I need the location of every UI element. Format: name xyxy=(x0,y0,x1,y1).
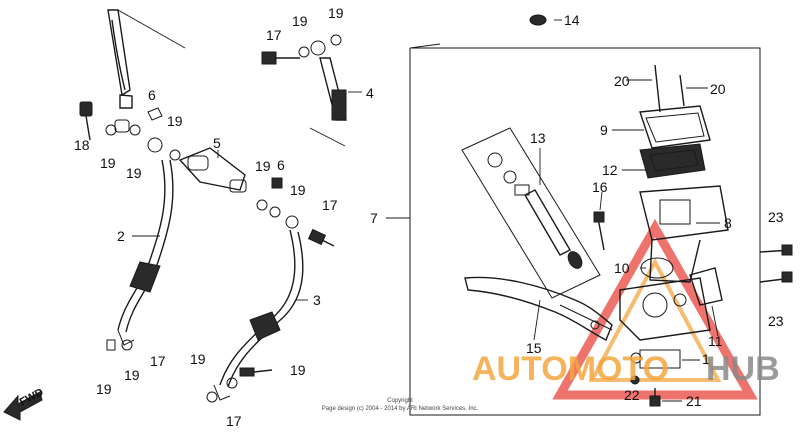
callout-3: 3 xyxy=(313,292,321,308)
callout-19-f: 19 xyxy=(96,381,112,397)
callout-17-top: 17 xyxy=(266,27,282,43)
watermark-text-automoto: AUTOMOTO xyxy=(472,350,669,388)
callout-20-left: 20 xyxy=(614,73,630,89)
callout-6-left: 6 xyxy=(148,87,156,103)
three-way-joint-5 xyxy=(178,147,299,229)
callout-4: 4 xyxy=(366,85,374,101)
callout-17-mid: 17 xyxy=(322,197,338,213)
copyright-line-1: Copyright xyxy=(387,398,413,404)
watermark-text-hub: HUB xyxy=(706,350,780,388)
copyright-line-2: Page design (c) 2004 - 2014 by ARI Netwo… xyxy=(322,406,479,412)
callout-19-a: 19 xyxy=(100,155,116,171)
callout-16: 16 xyxy=(592,179,608,195)
callout-11: 11 xyxy=(708,333,723,349)
bolt-17-mid xyxy=(307,228,335,247)
callout-19-b: 19 xyxy=(126,165,142,181)
callout-7: 7 xyxy=(370,210,378,226)
callout-14: 14 xyxy=(564,12,580,28)
automotohub-watermark-text: AUTOMOTO HUB xyxy=(472,350,780,388)
callout-19-top: 19 xyxy=(292,13,308,29)
callout-19-topright: 19 xyxy=(328,5,344,21)
screw-21 xyxy=(649,388,661,407)
callout-8: 8 xyxy=(724,215,732,231)
brake-hose-4 xyxy=(261,34,347,147)
callout-23-top: 23 xyxy=(768,209,784,225)
callout-23-bottom: 23 xyxy=(768,313,784,329)
callout-19-g: 19 xyxy=(124,367,140,383)
callout-19-h: 19 xyxy=(190,351,206,367)
callout-19-e: 19 xyxy=(290,182,306,198)
callout-17-bottom: 17 xyxy=(226,413,242,429)
brake-hose-3 xyxy=(206,229,304,403)
callout-19-i: 19 xyxy=(290,362,306,378)
callout-13: 13 xyxy=(530,130,546,146)
master-cylinder-frame-7 xyxy=(409,43,761,416)
upper-hose-end xyxy=(79,9,186,161)
callout-21: 21 xyxy=(686,393,702,409)
callout-5: 5 xyxy=(213,135,221,151)
brake-hose-2 xyxy=(106,159,174,351)
bolt-16 xyxy=(593,211,605,251)
callout-6-right: 6 xyxy=(277,157,285,173)
callout-10: 10 xyxy=(614,260,630,276)
callout-22: 22 xyxy=(624,387,640,403)
callout-labels: 1 2 3 4 5 6 6 7 8 9 10 11 12 13 14 15 16… xyxy=(74,5,784,429)
callout-19-d: 19 xyxy=(255,158,271,174)
screw-22 xyxy=(630,375,640,385)
bolts-23 xyxy=(759,244,793,283)
callout-18: 18 xyxy=(74,137,90,153)
callout-15: 15 xyxy=(526,340,542,356)
master-cylinder-body-8 xyxy=(619,185,729,341)
brake-lever-15 xyxy=(464,276,613,341)
brake-switch-1 xyxy=(630,349,681,369)
callout-9: 9 xyxy=(600,122,608,138)
piston-kit-13 xyxy=(461,127,601,299)
diaphragm-12 xyxy=(639,143,706,179)
callout-1: 1 xyxy=(702,351,710,367)
callout-20-right: 20 xyxy=(710,81,726,97)
callout-12: 12 xyxy=(602,162,618,178)
reservoir-cap-9 xyxy=(639,64,711,149)
cap-14 xyxy=(529,14,547,26)
leader-lines xyxy=(132,19,720,402)
forward-arrow: FWD xyxy=(3,386,46,421)
callout-17-left: 17 xyxy=(150,353,166,369)
callout-19-c: 19 xyxy=(167,113,183,129)
callout-2: 2 xyxy=(117,228,125,244)
